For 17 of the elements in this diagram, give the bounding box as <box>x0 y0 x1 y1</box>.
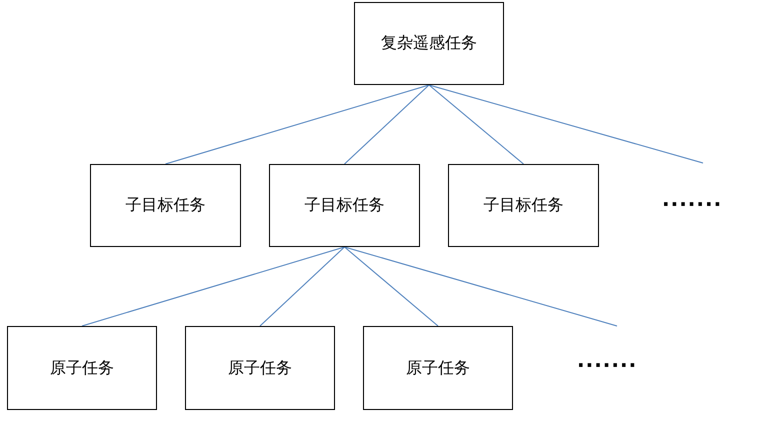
task-box: 子目标任务 <box>269 164 420 247</box>
connector-line <box>428 84 524 164</box>
task-box: 原子任务 <box>7 326 157 410</box>
task-box: 子目标任务 <box>90 164 241 247</box>
connector-line <box>260 246 345 326</box>
root-task-box: 复杂遥感任务 <box>354 2 504 85</box>
ellipsis-text: ······· <box>577 353 638 377</box>
task-box: 原子任务 <box>363 326 513 410</box>
ellipsis-text: ······· <box>662 192 722 216</box>
connector-line <box>428 84 704 164</box>
connector-line <box>344 84 430 164</box>
connector-line <box>82 246 345 326</box>
connector-line <box>344 246 438 326</box>
task-box: 子目标任务 <box>448 164 599 247</box>
task-box: 原子任务 <box>185 326 335 410</box>
connector-line <box>165 84 430 164</box>
connector-line <box>344 246 618 326</box>
